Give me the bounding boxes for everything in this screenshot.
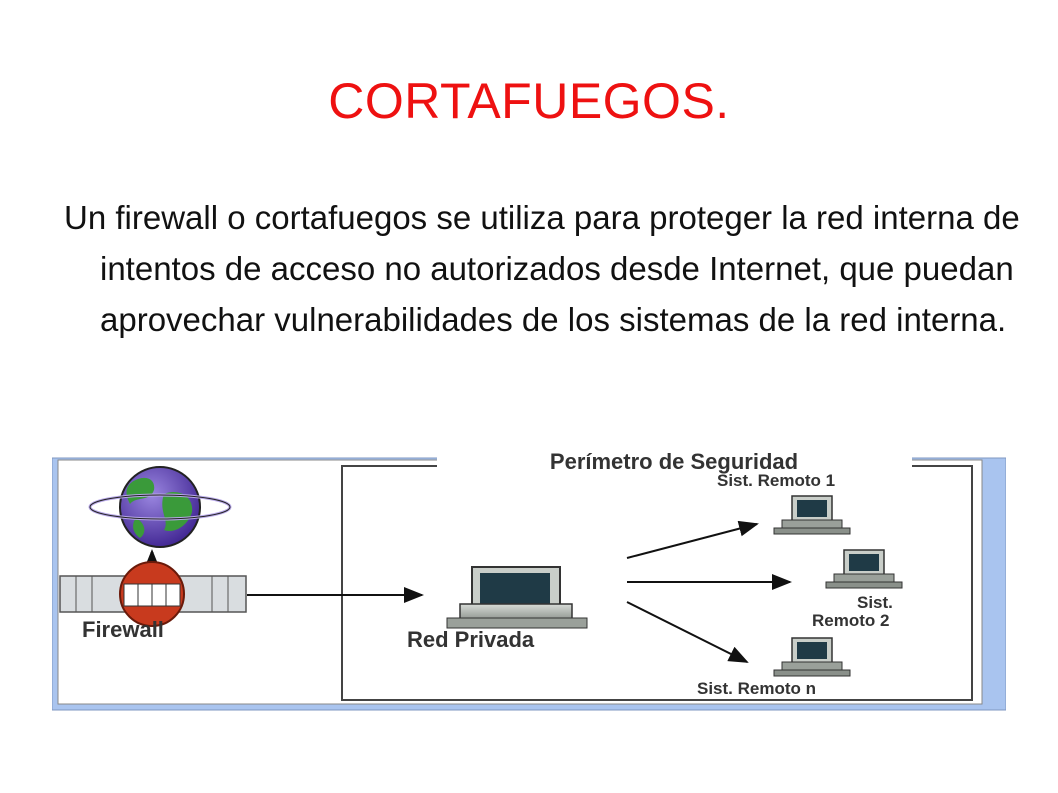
slide-title: CORTAFUEGOS. <box>328 73 730 129</box>
remote-system-2-label-line1: Sist. <box>857 593 893 612</box>
firewall-icon <box>59 561 247 627</box>
remote-system-n-icon <box>773 637 851 677</box>
perimeter-label: Perímetro de Seguridad <box>550 452 798 474</box>
remote-system-1-label: Sist. Remoto 1 <box>717 471 835 490</box>
firewall-label: Firewall <box>82 617 164 642</box>
private-network-label: Red Privada <box>407 627 535 652</box>
internet-globe-icon <box>88 466 232 548</box>
remote-system-n-label: Sist. Remoto n <box>697 679 816 698</box>
remote-system-1-icon <box>773 495 851 535</box>
firewall-diagram: Perímetro de Seguridad Firewall Red Priv… <box>52 452 1006 712</box>
body-paragraph: Un firewall o cortafuegos se utiliza par… <box>64 199 1020 338</box>
remote-system-2-label-line2: Remoto 2 <box>812 611 889 630</box>
remote-system-2-icon <box>825 549 903 589</box>
private-network-computer-icon <box>446 566 588 629</box>
arrow-to-remote-n <box>626 601 749 663</box>
arrow-to-remote-1 <box>626 520 759 559</box>
